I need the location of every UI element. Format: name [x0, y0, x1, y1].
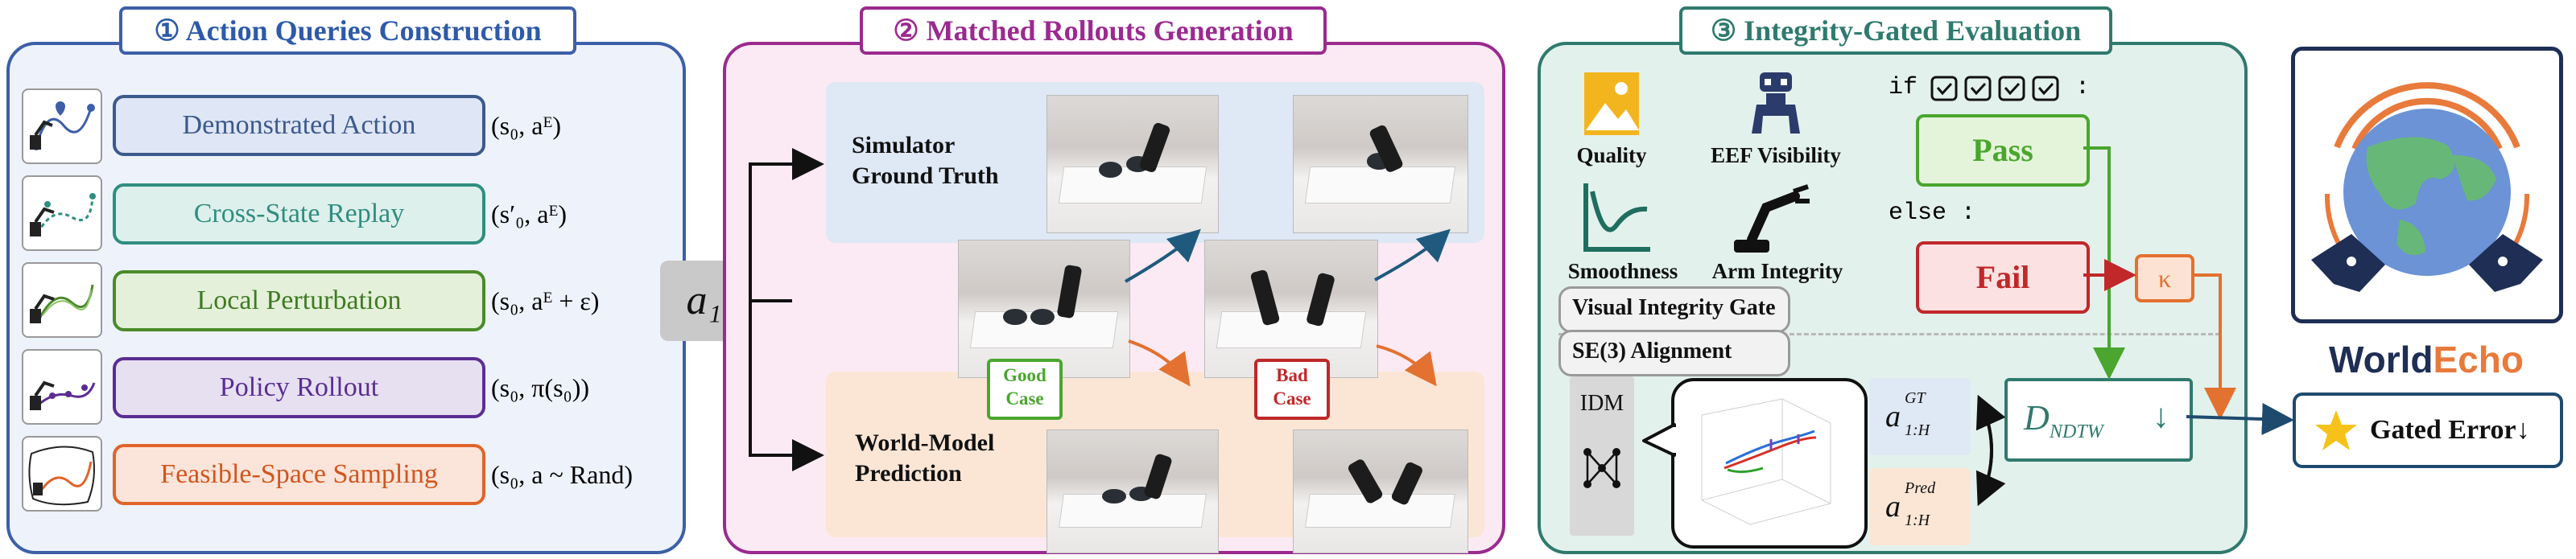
quality-label: Quality [1576, 143, 1647, 167]
query-demonstrated-action: Demonstrated Action [113, 95, 485, 156]
brand-name: WorldEcho [2291, 338, 2562, 381]
pred-action-sup: Pred [1905, 479, 1936, 497]
star-icon [2315, 410, 2357, 450]
gate-divider [1558, 333, 2220, 335]
smoothness-icon [1581, 180, 1652, 258]
feasible-space-sampling-icon [22, 436, 102, 512]
query-cross-state-replay-formula: (s′₀, aᴱ) [491, 199, 567, 228]
gt-action-box: a GT 1:H [1869, 378, 1971, 455]
cross-state-replay-icon [22, 175, 102, 251]
panel-title-integrity-evaluation: ③ Integrity-Gated Evaluation [1679, 6, 2112, 55]
worldecho-logo [2291, 47, 2563, 323]
gt-action-sub: 1:H [1905, 421, 1930, 439]
dntw-sub: NDTW [2050, 421, 2103, 442]
network-icon [1583, 448, 1620, 488]
good-case-tag: Good Case [987, 359, 1063, 420]
query-feasible-space-sampling: Feasible-Space Sampling [113, 444, 485, 505]
if-keyword: if [1889, 74, 1918, 101]
arm-integrity-icon [1731, 183, 1811, 260]
if-colon: : [2075, 74, 2091, 101]
query-demonstrated-action-formula: (s₀, aᴱ) [491, 111, 561, 140]
dntw-arrow: ↓ [2153, 398, 2169, 435]
prediction-frame-good [1046, 430, 1219, 553]
idm-label: IDM [1579, 391, 1624, 416]
pred-action-sub: 1:H [1905, 512, 1930, 529]
idm-block: IDM [1570, 376, 1634, 536]
brand-name-echo: Echo [2433, 339, 2524, 380]
query-policy-rollout-formula: (s₀, π(s₀)) [491, 373, 589, 402]
gt-action-symbol: a [1885, 400, 1901, 434]
brand-name-world: World [2329, 339, 2434, 380]
simulator-frame-good [1046, 95, 1219, 233]
else-keyword: else : [1889, 199, 1976, 227]
initial-frame-bad [1204, 240, 1378, 378]
se3-alignment-label: SE(3) Alignment [1572, 339, 1732, 364]
query-policy-rollout: Policy Rollout [113, 357, 485, 418]
pred-action-symbol: a [1885, 490, 1901, 524]
smoothness-label: Smoothness [1567, 259, 1678, 283]
query-local-perturbation: Local Perturbation [113, 270, 485, 331]
pred-action-box: a Pred 1:H [1869, 468, 1971, 545]
query-feasible-space-sampling-formula: (s₀, a ~ Rand) [491, 460, 633, 489]
bad-case-tag: Bad Case [1254, 359, 1330, 420]
query-cross-state-replay: Cross-State Replay [113, 183, 485, 245]
demonstrated-action-icon [22, 88, 102, 164]
trajectory-plot [1686, 391, 1847, 533]
bubble-pointer [1642, 423, 1679, 462]
visual-integrity-gate-label: Visual Integrity Gate [1572, 295, 1776, 320]
kappa-label: κ [2157, 264, 2172, 293]
policy-rollout-icon [22, 349, 102, 425]
local-perturbation-icon [22, 262, 102, 338]
kappa-box: κ [2135, 254, 2194, 302]
checkbox-row [1930, 74, 2072, 107]
eef-visibility-icon [1742, 69, 1810, 142]
gated-error-box: Gated Error↓ [2293, 393, 2563, 468]
panel-title-action-queries: ① Action Queries Construction [119, 6, 576, 55]
simulator-frame-bad [1293, 95, 1468, 233]
se3-alignment-box: SE(3) Alignment [1558, 330, 1790, 376]
world-model-prediction-label: World-Model Prediction [855, 430, 995, 487]
trajectory-plot-bubble [1671, 378, 1868, 549]
panel-title-matched-rollouts: ② Matched Rollouts Generation [860, 6, 1327, 55]
gated-error-label: Gated Error↓ [2370, 415, 2530, 445]
pass-label: Pass [1972, 132, 2033, 168]
quality-icon [1583, 71, 1641, 141]
arm-integrity-label: Arm Integrity [1711, 259, 1843, 283]
initial-frame-good [958, 240, 1130, 378]
query-local-perturbation-formula: (s₀, aᴱ + ε) [491, 286, 600, 315]
prediction-frame-bad [1293, 430, 1468, 553]
fail-box: Fail [1916, 241, 2090, 314]
simulator-ground-truth-label: Simulator Ground Truth [852, 132, 999, 189]
fail-label: Fail [1975, 259, 2030, 295]
dntw-box: D NDTW ↓ [2004, 378, 2193, 462]
dntw-symbol: D [2024, 398, 2050, 438]
gt-action-sup: GT [1905, 389, 1926, 407]
visual-integrity-gate-box: Visual Integrity Gate [1558, 286, 1790, 333]
pass-box: Pass [1916, 114, 2090, 187]
eef-visibility-label: EEF Visibility [1711, 143, 1841, 167]
